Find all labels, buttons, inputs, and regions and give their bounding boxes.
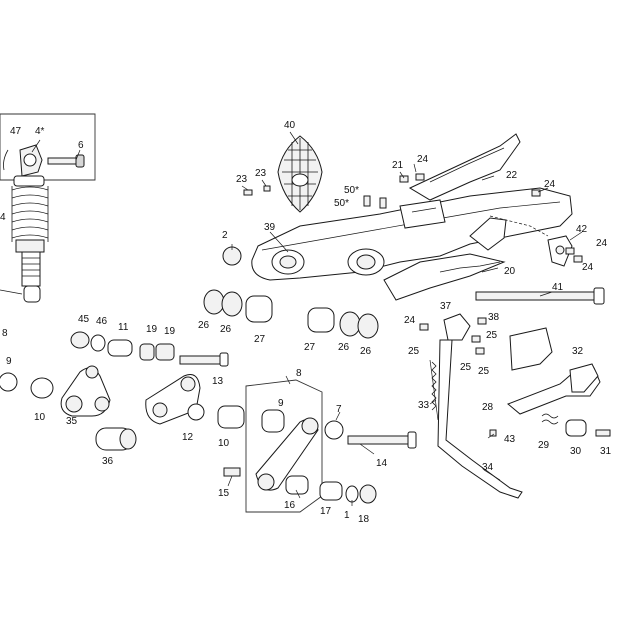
label-43: 43 [504,434,516,445]
label-19-b: 19 [164,326,176,337]
label-32: 32 [572,346,584,357]
label-28: 28 [482,402,494,413]
label-22: 22 [506,170,518,181]
part-number-labels: 47 4* 6 4 40 23 23 21 24 22 24 50* 50* 3… [0,120,612,525]
label-26-d: 26 [360,346,372,357]
label-38: 38 [488,312,500,323]
label-11: 11 [118,322,129,333]
label-8-b: 8 [296,368,302,379]
label-40: 40 [284,120,296,131]
swingarm [251,133,573,301]
label-25-a: 25 [486,330,498,341]
label-39: 39 [264,222,276,233]
label-2: 2 [222,230,228,241]
label-24-a: 24 [417,154,429,165]
label-25-c: 25 [460,362,472,373]
label-42: 42 [576,224,588,235]
label-33: 33 [418,400,430,411]
label-34: 34 [482,462,494,473]
label-50-star-a: 50* [344,185,359,196]
label-31: 31 [600,446,612,457]
label-23-b: 23 [255,168,267,179]
label-24-b: 24 [544,179,556,190]
label-24-d: 24 [582,262,594,273]
label-35: 35 [66,416,78,427]
label-45: 45 [78,314,90,325]
label-10-a: 10 [34,412,46,423]
label-25-b: 25 [408,346,420,357]
label-1: 1 [344,510,350,521]
label-20: 20 [504,266,516,277]
leader-lines [31,131,583,506]
label-37: 37 [440,301,452,312]
label-13: 13 [212,376,224,387]
label-4: 4 [0,212,6,223]
label-47: 47 [10,126,22,137]
label-21: 21 [392,160,404,171]
label-30: 30 [570,446,582,457]
side-stand [429,313,611,499]
label-41: 41 [552,282,564,293]
label-24-e: 24 [404,315,416,326]
label-26-a: 26 [198,320,210,331]
label-6: 6 [78,140,84,151]
label-36: 36 [102,456,114,467]
label-26-b: 26 [220,324,232,335]
shock-absorber [0,113,96,303]
label-50-star-b: 50* [334,198,349,209]
label-9-b: 9 [278,398,284,409]
label-27-a: 27 [254,334,266,345]
disc-guard [277,135,323,213]
label-19-a: 19 [146,324,158,335]
label-26-c: 26 [338,342,350,353]
label-46: 46 [96,316,108,327]
label-10-b: 10 [218,438,230,449]
label-12: 12 [182,432,194,443]
label-7: 7 [336,404,342,415]
label-16: 16 [284,500,296,511]
label-29: 29 [538,440,550,451]
label-18: 18 [358,514,370,525]
label-25-d: 25 [478,366,490,377]
fasteners [243,173,583,437]
label-14: 14 [376,458,388,469]
label-15: 15 [218,488,230,499]
label-27-b: 27 [304,342,316,353]
linkage-parts [0,246,605,513]
label-17: 17 [320,506,332,517]
label-8-a: 8 [2,328,8,339]
label-23-a: 23 [236,174,248,185]
label-4-star: 4* [35,126,45,137]
label-24-c: 24 [596,238,608,249]
label-9-a: 9 [6,356,12,367]
